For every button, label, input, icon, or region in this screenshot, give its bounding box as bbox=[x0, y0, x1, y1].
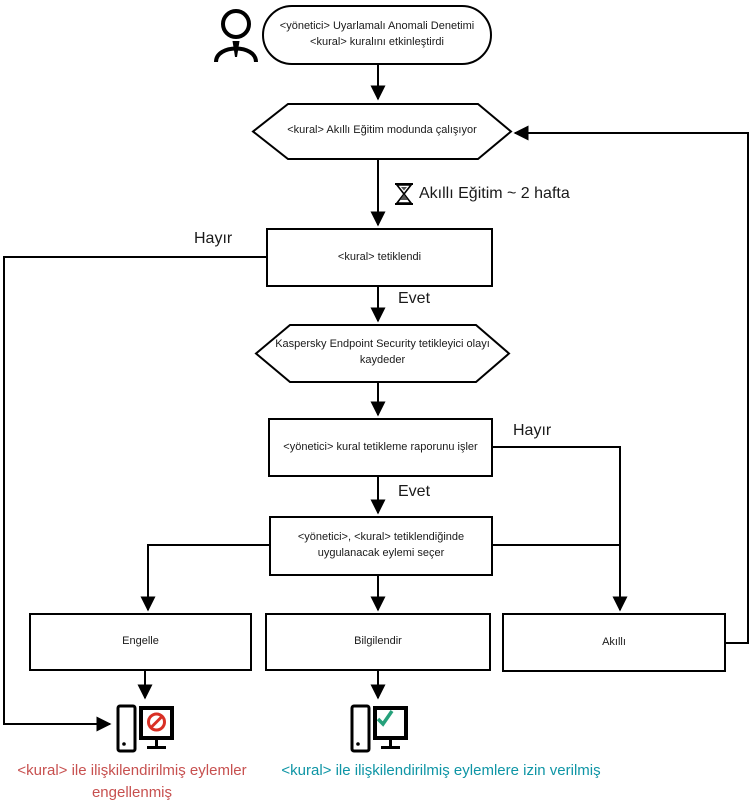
node-inform-shape bbox=[265, 613, 491, 671]
computer-allowed-icon bbox=[350, 704, 408, 753]
node-activate-label: <yönetici> Uyarlamalı Anomali Denetimi <… bbox=[279, 20, 475, 48]
node-block-label: Engelle bbox=[122, 635, 159, 648]
node-rule-triggered-shape bbox=[266, 228, 493, 287]
edge-select-to-block bbox=[140, 544, 270, 612]
node-kes-logs-label: Kaspersky Endpoint Security tetikleyici … bbox=[275, 338, 490, 366]
node-action-select-shape bbox=[269, 516, 493, 576]
node-block-shape bbox=[29, 613, 252, 671]
node-smart-label: Akıllı bbox=[602, 635, 626, 648]
node-kes-logs-shape bbox=[254, 324, 511, 383]
shapes bbox=[29, 5, 726, 672]
node-smart-shape bbox=[502, 613, 726, 672]
edge-label-yes-2: Evet bbox=[398, 483, 431, 500]
edge-label-yes-1: Evet bbox=[398, 290, 431, 307]
node-training-mode-label: <kural> Akıllı Eğitim modunda çalışıyor bbox=[287, 124, 477, 137]
caption-actions-allowed: <kural> ile ilişkilendirilmiş eylemlere … bbox=[281, 762, 601, 779]
hourglass-icon bbox=[395, 183, 413, 205]
edge-no-to-smart bbox=[492, 446, 628, 612]
node-rule-triggered-label: <kural> tetiklendi bbox=[337, 250, 422, 263]
node-report-processing-label: <yönetici> kural tetikleme raporunu işle… bbox=[283, 440, 478, 453]
edge-no-to-blocked-pc bbox=[3, 256, 267, 732]
edges bbox=[3, 63, 749, 732]
computer-blocked-icon bbox=[116, 704, 174, 753]
node-action-select-label: <yönetici>, <kural> tetiklendiğinde uygu… bbox=[297, 531, 465, 559]
edge-label-no-1: Hayır bbox=[194, 230, 233, 247]
edge-label-no-2: Hayır bbox=[513, 422, 552, 439]
training-duration-label: Akıllı Eğitim ~ 2 hafta bbox=[419, 185, 570, 202]
check-icon bbox=[376, 710, 394, 727]
deny-icon bbox=[147, 712, 166, 732]
node-activate-shape bbox=[262, 5, 492, 65]
edge-smart-feedback bbox=[513, 125, 749, 644]
node-training-mode-shape bbox=[251, 103, 513, 160]
node-inform-label: Bilgilendir bbox=[354, 635, 402, 648]
caption-actions-blocked: <kural> ile ilişkilendirilmiş eylemler e… bbox=[17, 762, 247, 801]
node-report-processing-shape bbox=[268, 418, 493, 477]
person-icon bbox=[214, 9, 258, 63]
